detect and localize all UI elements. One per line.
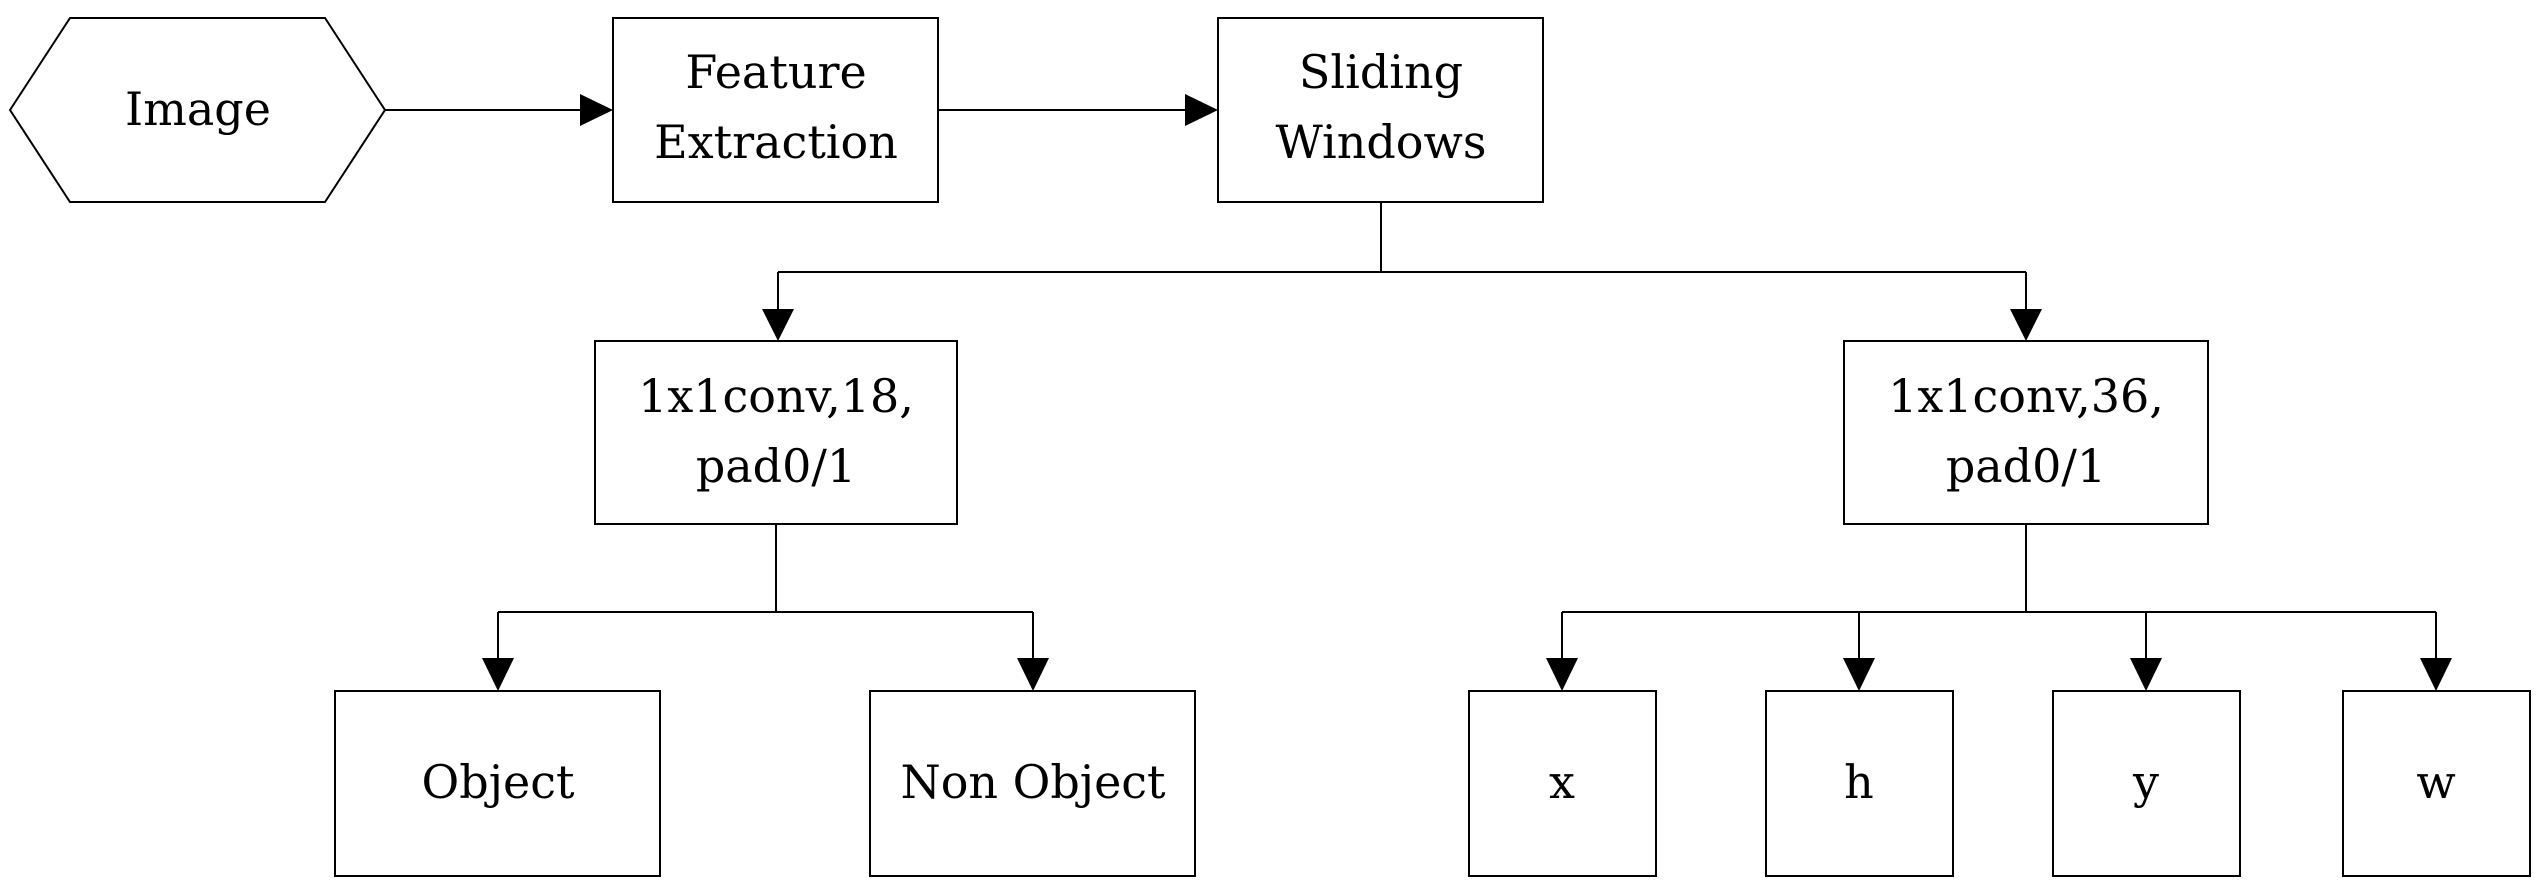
arrowhead-non-object <box>1017 658 1049 691</box>
arrowhead-w <box>2420 658 2452 691</box>
x-label: x <box>1549 755 1575 809</box>
arrowhead-x <box>1546 658 1578 691</box>
sliding-windows-label-line2: Windows <box>1276 115 1487 169</box>
sliding-windows-label-line1: Sliding <box>1299 45 1463 99</box>
x-node-shape <box>1468 690 1657 877</box>
w-label: w <box>2416 755 2455 809</box>
arrowhead-object <box>482 658 514 691</box>
w-node-shape <box>2342 690 2531 877</box>
arrowhead-sliding <box>1185 94 1218 126</box>
arrowhead-h <box>1843 658 1875 691</box>
h-node-shape <box>1765 690 1954 877</box>
image-label: Image <box>125 82 271 136</box>
object-label: Object <box>422 755 575 809</box>
h-label: h <box>1844 755 1874 809</box>
y-label: y <box>2132 755 2159 809</box>
feature-extraction-label-line1: Feature <box>685 45 866 99</box>
conv-left-label-line1: 1x1conv,18, <box>638 369 914 423</box>
non-object-node-shape <box>869 690 1196 877</box>
arrowhead-y <box>2130 658 2162 691</box>
object-node-shape <box>334 690 661 877</box>
non-object-label: Non Object <box>900 755 1166 809</box>
y-node-shape <box>2052 690 2241 877</box>
conv-right-label-line1: 1x1conv,36, <box>1888 369 2164 423</box>
arrowhead-conv-right <box>2010 309 2042 341</box>
feature-extraction-label-line2: Extraction <box>654 115 898 169</box>
arrowhead-conv-left <box>762 309 794 341</box>
conv-left-label-line2: pad0/1 <box>696 439 856 493</box>
conv-right-label-line2: pad0/1 <box>1946 439 2106 493</box>
arrowhead-feature <box>580 94 613 126</box>
